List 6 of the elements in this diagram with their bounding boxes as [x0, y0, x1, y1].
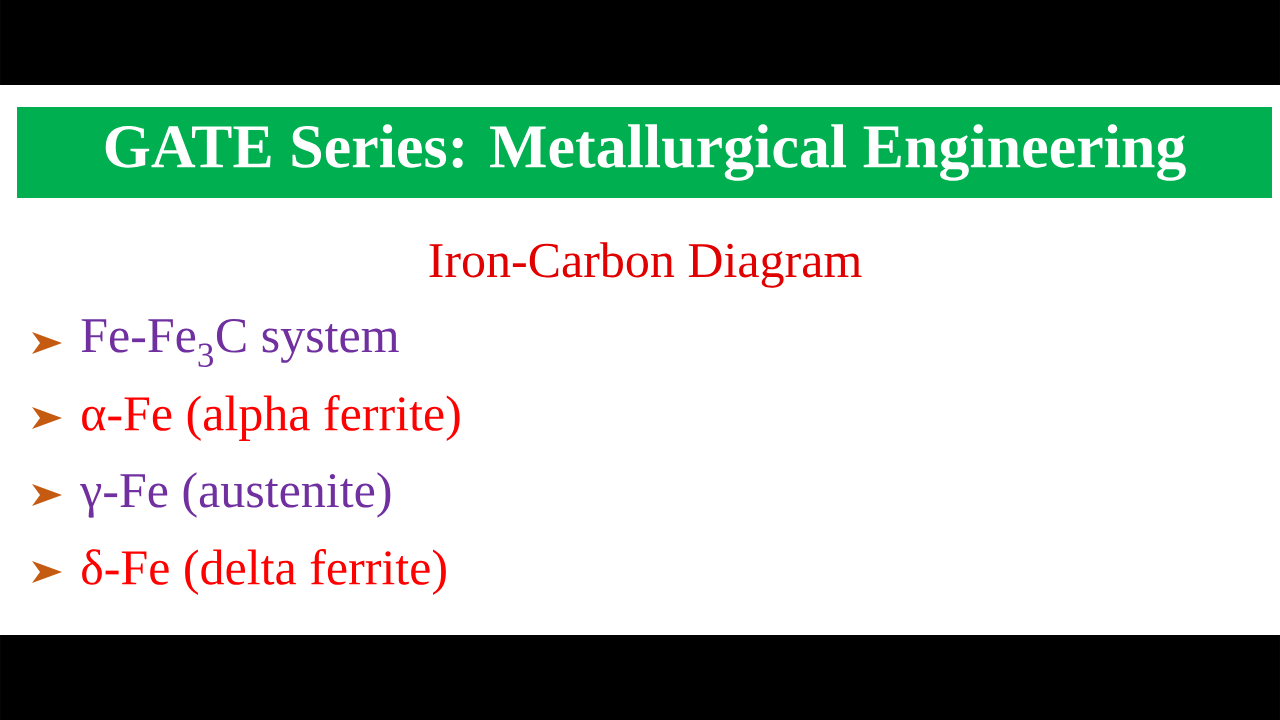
bullet-item: Fe-Fe$_{3}$C system: [81, 318, 399, 367]
bullet-item: γ-Fe (austenite): [80, 472, 391, 518]
subtitle: Iron-Carbon Diagram: [429, 242, 862, 288]
title-band: GATE Series: Metallurgical Engineering: [17, 107, 1272, 198]
bullet-item: δ-Fe (delta ferrite): [82, 549, 446, 595]
bullet-item: α-Fe (alpha ferrite): [82, 395, 460, 441]
